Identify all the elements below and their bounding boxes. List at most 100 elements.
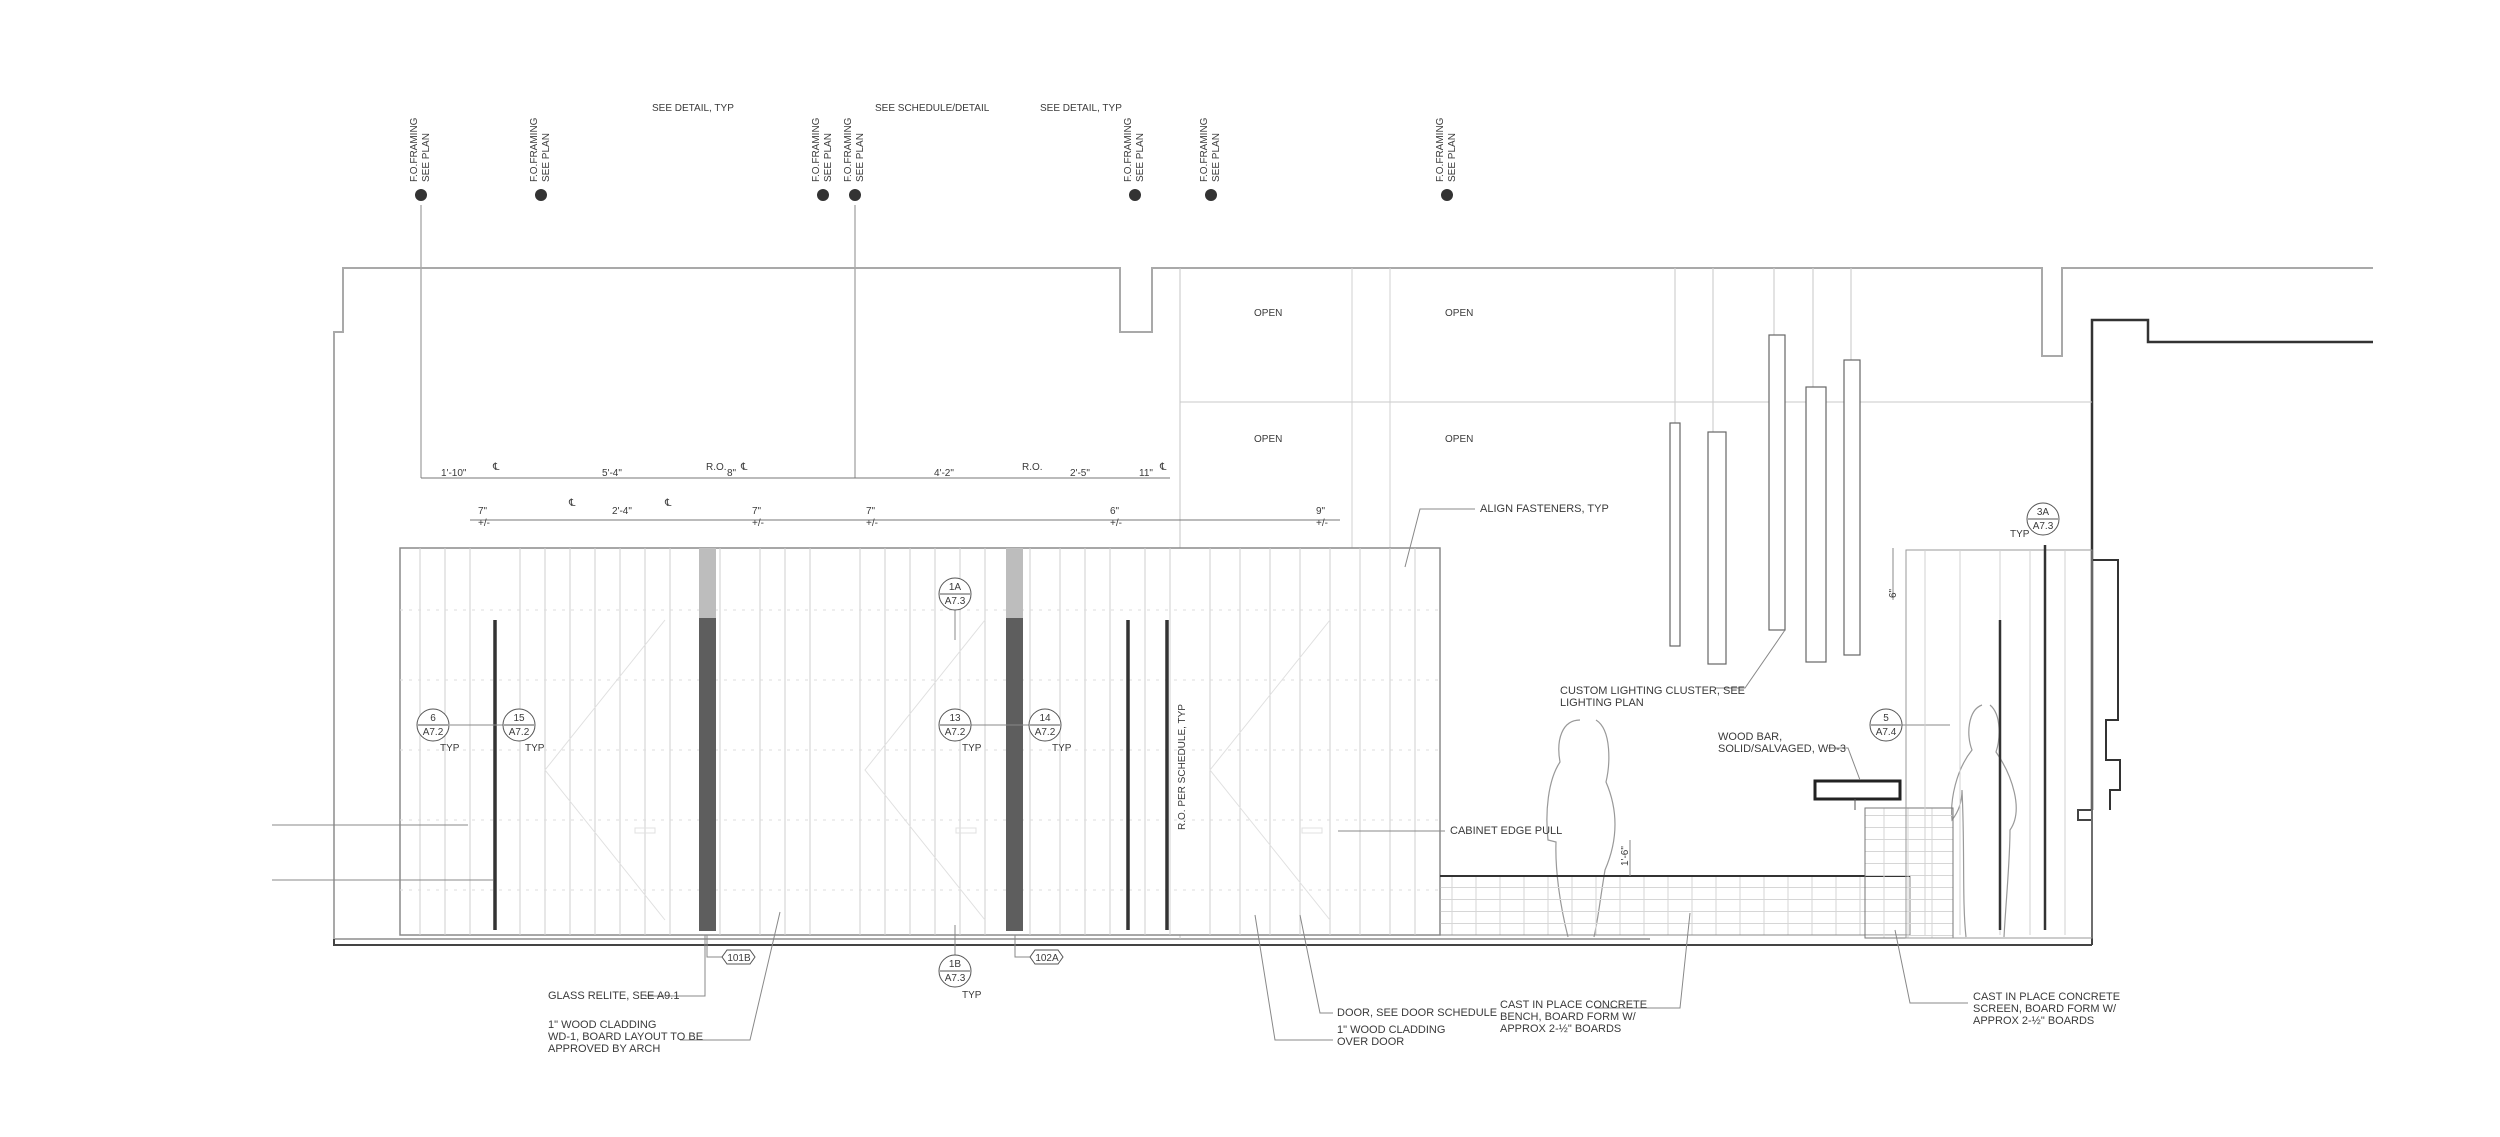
svg-text:101B: 101B	[727, 953, 751, 964]
svg-text:SEE PLAN: SEE PLAN	[823, 133, 834, 182]
svg-text:TYP: TYP	[525, 743, 545, 754]
svg-text:+/-: +/-	[1316, 518, 1328, 529]
callout-cabinet-pull: CABINET EDGE PULL	[1338, 825, 1562, 837]
detail-tag-15: 15 A7.2 TYP	[502, 708, 545, 754]
detail-tag-6: 6 A7.2 TYP	[416, 708, 520, 754]
svg-text:SCREEN, BOARD FORM W/: SCREEN, BOARD FORM W/	[1973, 1003, 2117, 1015]
door-tags: 101B 102A	[706, 935, 1064, 965]
svg-text:℄: ℄	[568, 498, 576, 509]
svg-text:F.O.FRAMING: F.O.FRAMING	[843, 117, 854, 182]
detail-tag-1b: 1B A7.3 TYP	[938, 925, 982, 1001]
svg-text:11": 11"	[1139, 468, 1153, 479]
framing-marker: F.O.FRAMING SEE PLAN	[409, 117, 432, 478]
svg-text:GLASS RELITE, SEE A9.1: GLASS RELITE, SEE A9.1	[548, 990, 679, 1002]
svg-text:F.O.FRAMING: F.O.FRAMING	[1435, 117, 1446, 182]
svg-text:8": 8"	[727, 468, 737, 479]
svg-text:F.O.FRAMING: F.O.FRAMING	[409, 117, 420, 182]
svg-text:SEE PLAN: SEE PLAN	[1211, 133, 1222, 182]
svg-text:SOLID/SALVAGED, WD-3: SOLID/SALVAGED, WD-3	[1718, 743, 1846, 755]
door-tag-102a: 102A	[1014, 935, 1064, 965]
svg-text:CAST IN PLACE CONCRETE: CAST IN PLACE CONCRETE	[1500, 999, 1647, 1011]
callout-wood-cladding: 1" WOOD CLADDING WD-1, BOARD LAYOUT TO B…	[548, 911, 781, 1055]
svg-text:TYP: TYP	[1052, 743, 1072, 754]
ro-schedule-note: R.O. PER SCHEDULE, TYP	[1177, 704, 1188, 830]
svg-text:WD-1, BOARD LAYOUT TO BE: WD-1, BOARD LAYOUT TO BE	[548, 1031, 703, 1043]
detail-tag-13: 13 A7.2 TYP	[938, 708, 1060, 754]
svg-text:SEE PLAN: SEE PLAN	[541, 133, 552, 182]
see-detail-note-left: SEE DETAIL, TYP	[652, 103, 734, 114]
callout-glass-relite: GLASS RELITE, SEE A9.1	[548, 935, 706, 1002]
svg-text:1A: 1A	[949, 582, 962, 593]
detail-tag-14: 14 A7.2 TYP	[1028, 708, 1072, 754]
svg-text:1'-10": 1'-10"	[441, 468, 467, 479]
concrete-screen	[1864, 545, 2093, 939]
framing-marker: F.O.FRAMING SEE PLAN	[529, 117, 552, 201]
svg-text:℄: ℄	[740, 462, 748, 473]
detail-tag-3a: 3A A7.3 TYP	[2010, 502, 2060, 540]
svg-text:SEE PLAN: SEE PLAN	[421, 133, 432, 182]
callout-door: DOOR, SEE DOOR SCHEDULE 1" WOOD CLADDING…	[1254, 914, 1497, 1048]
svg-text:102A: 102A	[1035, 953, 1059, 964]
height-dims: 6" 1'-6"	[1620, 548, 1899, 876]
open-label: OPEN	[1254, 434, 1282, 445]
section-outline	[333, 267, 2373, 946]
svg-text:F.O.FRAMING: F.O.FRAMING	[1199, 117, 1210, 182]
svg-text:+/-: +/-	[478, 518, 490, 529]
svg-text:A7.2: A7.2	[423, 727, 444, 738]
see-detail-note-right: SEE DETAIL, TYP	[1040, 103, 1122, 114]
svg-text:F.O.FRAMING: F.O.FRAMING	[811, 117, 822, 182]
concrete-bench	[1439, 875, 1911, 936]
svg-text:A7.3: A7.3	[945, 596, 966, 607]
lighting-cluster	[1669, 268, 1861, 665]
svg-text:A7.2: A7.2	[509, 727, 530, 738]
svg-text:15: 15	[513, 713, 525, 724]
svg-text:APPROX 2-½" BOARDS: APPROX 2-½" BOARDS	[1500, 1023, 1621, 1035]
wood-bar	[1813, 779, 1902, 810]
svg-text:APPROVED BY ARCH: APPROVED BY ARCH	[548, 1043, 660, 1055]
dimension-string-top: 1'-10" ℄ 5'-4" R.O. 8" ℄ 4'-2" R.O. 2'-5…	[421, 462, 1170, 479]
svg-text:6": 6"	[1110, 506, 1120, 517]
open-label: OPEN	[1445, 308, 1473, 319]
svg-text:CUSTOM LIGHTING CLUSTER, SEE: CUSTOM LIGHTING CLUSTER, SEE	[1560, 685, 1745, 697]
svg-text:2'-5": 2'-5"	[1070, 468, 1090, 479]
svg-text:A7.3: A7.3	[2033, 521, 2054, 532]
svg-text:9": 9"	[1316, 506, 1326, 517]
svg-text:BENCH, BOARD FORM W/: BENCH, BOARD FORM W/	[1500, 1011, 1637, 1023]
detail-tag-1a: 1A A7.3	[938, 577, 972, 640]
svg-text:A7.2: A7.2	[945, 727, 966, 738]
svg-text:R.O.: R.O.	[706, 462, 727, 473]
svg-text:TYP: TYP	[962, 743, 982, 754]
callout-concrete-screen: CAST IN PLACE CONCRETE SCREEN, BOARD FOR…	[1894, 929, 2120, 1027]
svg-text:A7.2: A7.2	[1035, 727, 1056, 738]
svg-text:TYP: TYP	[962, 990, 982, 1001]
framing-marker: F.O.FRAMING SEE PLAN	[1435, 117, 1458, 201]
svg-text:LIGHTING PLAN: LIGHTING PLAN	[1560, 697, 1644, 709]
framing-marker: F.O.FRAMING SEE PLAN	[1199, 117, 1222, 201]
svg-text:6: 6	[430, 713, 436, 724]
callout-lighting-cluster: CUSTOM LIGHTING CLUSTER, SEE LIGHTING PL…	[1560, 629, 1786, 709]
callout-concrete-bench: CAST IN PLACE CONCRETE BENCH, BOARD FORM…	[1500, 912, 1691, 1035]
dimension-string-second: 7" +/- ℄ 2'-4" ℄ 7" +/- 7" +/- 6" +/- 9"…	[470, 498, 1340, 529]
svg-text:WOOD BAR,: WOOD BAR,	[1718, 731, 1782, 743]
glass-relite	[699, 548, 1023, 931]
svg-text:A7.3: A7.3	[945, 973, 966, 984]
svg-text:6": 6"	[1888, 588, 1899, 598]
svg-text:℄: ℄	[492, 462, 500, 473]
framing-marker: F.O.FRAMING SEE PLAN	[843, 117, 866, 478]
framing-marker: F.O.FRAMING SEE PLAN	[1123, 117, 1146, 201]
svg-text:1'-6": 1'-6"	[1620, 846, 1631, 866]
svg-text:7": 7"	[752, 506, 762, 517]
framing-marker: F.O.FRAMING SEE PLAN	[811, 117, 834, 201]
svg-text:1" WOOD CLADDING: 1" WOOD CLADDING	[548, 1019, 656, 1031]
svg-text:SEE PLAN: SEE PLAN	[855, 133, 866, 182]
svg-text:TYP: TYP	[440, 743, 460, 754]
svg-text:TYP: TYP	[2010, 529, 2030, 540]
left-leaders	[272, 824, 493, 881]
open-labels: OPEN OPEN OPEN OPEN	[1254, 308, 1473, 445]
svg-text:SEE PLAN: SEE PLAN	[1135, 133, 1146, 182]
svg-text:14: 14	[1039, 713, 1051, 724]
svg-text:R.O.: R.O.	[1022, 462, 1043, 473]
svg-text:℄: ℄	[664, 498, 672, 509]
svg-text:SEE PLAN: SEE PLAN	[1447, 133, 1458, 182]
